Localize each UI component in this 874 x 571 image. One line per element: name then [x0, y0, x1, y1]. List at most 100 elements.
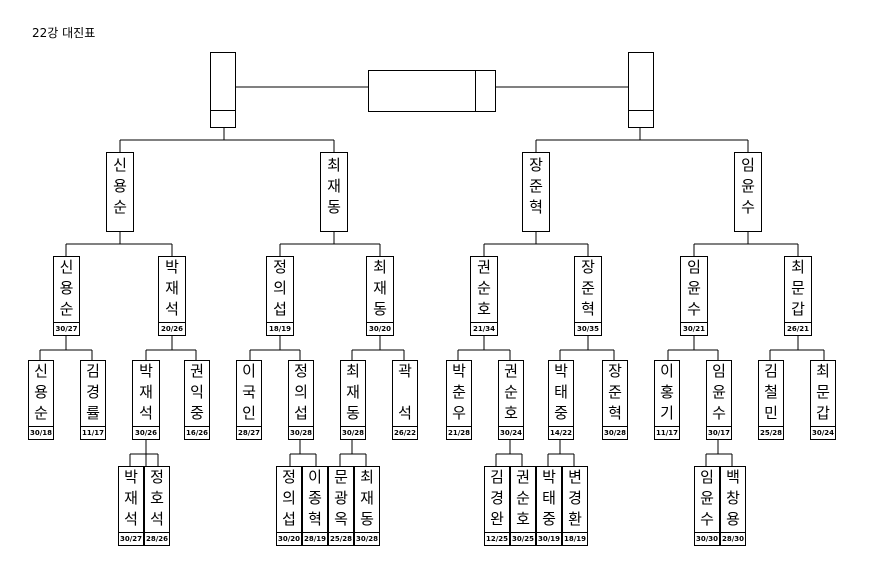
r32-box-11: 박 태 중 14/22: [548, 360, 574, 440]
r64-box-7: 김 경 완 12/25: [484, 466, 510, 546]
left-final-box: [210, 52, 236, 128]
r64-box-11: 임 윤 수 30/30: [694, 466, 720, 546]
r16-box-6: 장 준 혁 30/35: [574, 256, 602, 336]
bracket-title: 22강 대진표: [32, 26, 96, 40]
player-name: 최 문 갑: [816, 362, 830, 422]
score-label: 14/22: [549, 426, 573, 439]
score-label: 25/28: [329, 532, 353, 545]
score-label: 30/21: [681, 322, 707, 335]
score-label: 30/27: [54, 322, 79, 335]
player-name: 박 태 중: [542, 468, 556, 528]
player-name: 신 용 순: [113, 156, 127, 216]
player-name: 정 의 섭: [294, 362, 308, 422]
r64-box-8: 권 순 호 30/25: [510, 466, 536, 546]
score-label: 18/19: [267, 322, 293, 335]
r16-box-4: 최 재 동 30/20: [366, 256, 394, 336]
player-name: 이 종 혁: [308, 468, 322, 528]
score-label: 30/19: [537, 532, 561, 545]
score-label: 30/28: [289, 426, 313, 439]
r32-box-3: 박 재 석 30/26: [132, 360, 160, 440]
score-label: 30/30: [695, 532, 719, 545]
player-name: 박 재 석: [139, 362, 153, 422]
score-label: 30/25: [511, 532, 535, 545]
r64-box-4: 이 종 혁 28/19: [302, 466, 328, 546]
r64-box-5: 문 광 옥 25/28: [328, 466, 354, 546]
player-name: 변 경 환: [568, 468, 582, 528]
player-name: 곽 석: [398, 362, 412, 422]
score-label: 30/24: [499, 426, 523, 439]
score-label: 30/35: [575, 322, 601, 335]
score-label: 30/28: [341, 426, 365, 439]
player-name: 최 재 동: [346, 362, 360, 422]
score-label: 30/26: [133, 426, 159, 439]
player-name: 문 광 옥: [334, 468, 348, 528]
right-final-box: [628, 52, 654, 128]
qf-box-2: 최 재 동: [320, 152, 348, 232]
player-name: 박 재 석: [124, 468, 138, 528]
player-name: 장 준 혁: [529, 156, 543, 216]
score-label: 30/28: [603, 426, 627, 439]
qf-box-1: 신 용 순: [106, 152, 134, 232]
player-name: 권 순 호: [477, 258, 491, 318]
r32-box-8: 곽 석 26/22: [392, 360, 418, 440]
player-name: 이 국 인: [242, 362, 256, 422]
r64-box-2: 정 호 석 28/26: [144, 466, 170, 546]
player-name: 김 경 률: [86, 362, 100, 422]
r64-box-1: 박 재 석 30/27: [118, 466, 144, 546]
r64-box-12: 백 창 용 28/30: [720, 466, 746, 546]
r16-box-8: 최 문 갑 26/21: [784, 256, 812, 336]
champion-divider: [475, 71, 476, 111]
player-name: 백 창 용: [726, 468, 740, 528]
player-name: 장 준 혁: [581, 258, 595, 318]
player-name: 박 태 중: [554, 362, 568, 422]
r32-box-12: 장 준 혁 30/28: [602, 360, 628, 440]
player-name: 권 순 호: [516, 468, 530, 528]
score-label: 26/22: [393, 426, 417, 439]
score-label: 16/26: [185, 426, 209, 439]
player-name: 권 익 중: [190, 362, 204, 422]
player-name: 최 재 동: [360, 468, 374, 528]
score-label: 30/20: [367, 322, 393, 335]
r32-box-10: 권 순 호 30/24: [498, 360, 524, 440]
score-label: 26/21: [785, 322, 811, 335]
r16-box-3: 정 의 섭 18/19: [266, 256, 294, 336]
qf-box-4: 임 윤 수: [734, 152, 762, 232]
champion-box: [368, 70, 496, 112]
r32-box-2: 김 경 률 11/17: [80, 360, 106, 440]
r32-box-5: 이 국 인 28/27: [236, 360, 262, 440]
score-label: 20/26: [159, 322, 185, 335]
player-name: 김 경 완: [490, 468, 504, 528]
r32-box-14: 임 윤 수 30/17: [706, 360, 732, 440]
qf-box-3: 장 준 혁: [522, 152, 550, 232]
score-label: 30/18: [29, 426, 53, 439]
right-final-score-cell: [629, 110, 653, 127]
player-name: 신 용 순: [34, 362, 48, 422]
score-label: 12/25: [485, 532, 509, 545]
player-name: 권 순 호: [504, 362, 518, 422]
player-name: 박 춘 우: [452, 362, 466, 422]
player-name: 임 윤 수: [712, 362, 726, 422]
score-label: 30/17: [707, 426, 731, 439]
player-name: 장 준 혁: [608, 362, 622, 422]
player-name: 최 문 갑: [791, 258, 805, 318]
score-label: 28/19: [303, 532, 327, 545]
score-label: 30/24: [811, 426, 835, 439]
player-name: 김 철 민: [764, 362, 778, 422]
score-label: 28/30: [721, 532, 745, 545]
r16-box-5: 권 순 호 21/34: [470, 256, 498, 336]
player-name: 박 재 석: [165, 258, 179, 318]
r32-box-15: 김 철 민 25/28: [758, 360, 784, 440]
r32-box-13: 이 홍 기 11/17: [654, 360, 680, 440]
r64-box-3: 정 의 섭 30/20: [276, 466, 302, 546]
score-label: 25/28: [759, 426, 783, 439]
score-label: 30/28: [355, 532, 379, 545]
score-label: 21/28: [447, 426, 471, 439]
r64-box-9: 박 태 중 30/19: [536, 466, 562, 546]
score-label: 21/34: [471, 322, 497, 335]
player-name: 정 호 석: [150, 468, 164, 528]
player-name: 임 윤 수: [741, 156, 755, 216]
r64-box-6: 최 재 동 30/28: [354, 466, 380, 546]
player-name: 정 의 섭: [282, 468, 296, 528]
player-name: 임 윤 수: [700, 468, 714, 528]
